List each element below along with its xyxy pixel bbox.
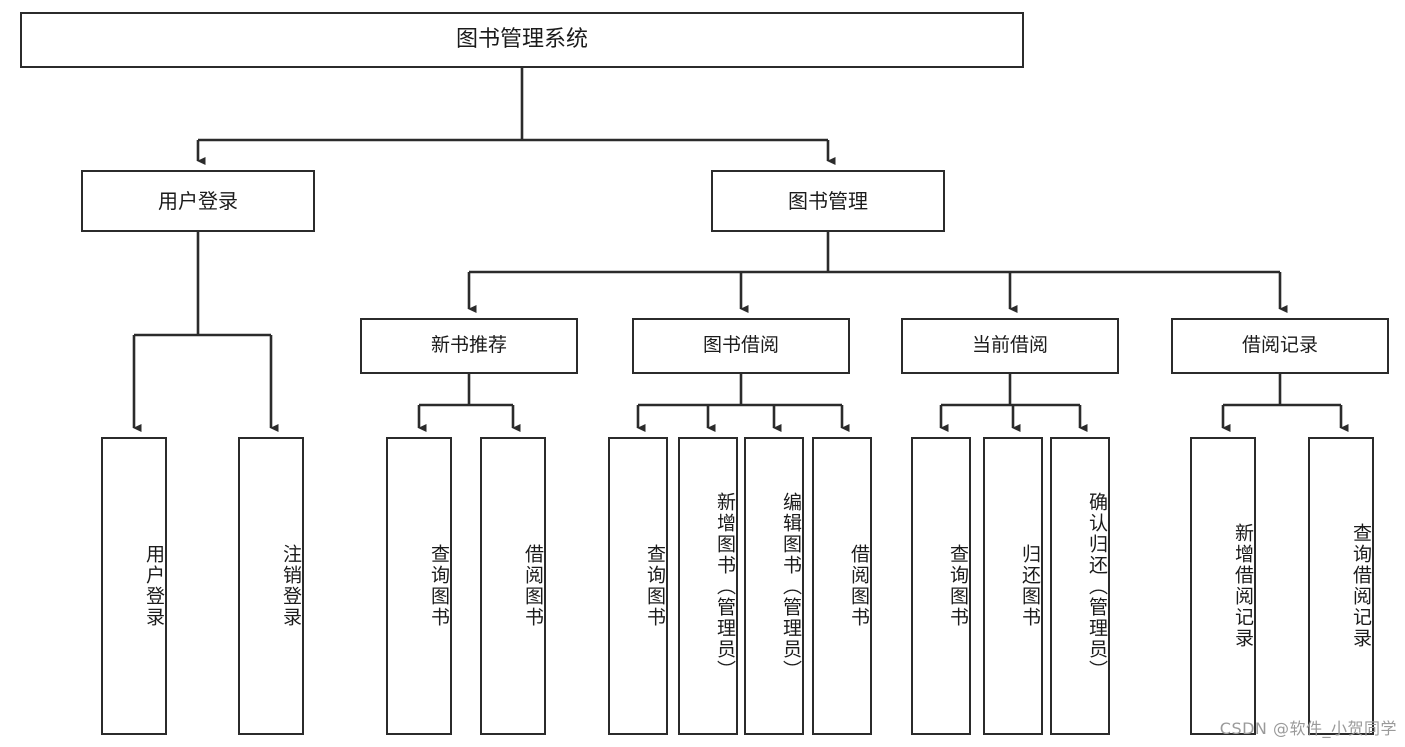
node-label: 当前借阅 [971, 334, 1048, 357]
node-label: 图书管理系统 [455, 26, 588, 52]
node-label: 图书管理 [788, 188, 868, 213]
node-label: 确认归还（管理员） [1086, 491, 1108, 681]
node-leaf-borrow-book-1[interactable]: 借阅图书 [480, 437, 546, 735]
node-root-system[interactable]: 图书管理系统 [20, 12, 1024, 68]
node-label: 借阅记录 [1241, 334, 1318, 357]
node-label: 编辑图书（管理员） [780, 491, 802, 681]
node-leaf-logout[interactable]: 注销登录 [238, 437, 304, 735]
node-label: 新增借阅记录 [1232, 523, 1254, 649]
node-leaf-add-book[interactable]: 新增图书（管理员） [678, 437, 738, 735]
node-current-borrow[interactable]: 当前借阅 [901, 318, 1119, 374]
watermark-label: CSDN @软件_小贺同学 [1219, 719, 1397, 738]
node-leaf-add-record[interactable]: 新增借阅记录 [1190, 437, 1256, 735]
node-label: 用户登录 [143, 544, 165, 628]
node-label: 查询图书 [428, 544, 450, 628]
node-label: 用户登录 [158, 188, 238, 213]
node-label: 借阅图书 [848, 544, 870, 628]
node-leaf-confirm-return[interactable]: 确认归还（管理员） [1050, 437, 1110, 735]
node-leaf-query-book-3[interactable]: 查询图书 [911, 437, 971, 735]
node-leaf-borrow-book-2[interactable]: 借阅图书 [812, 437, 872, 735]
node-leaf-user-login[interactable]: 用户登录 [101, 437, 167, 735]
node-borrow-record[interactable]: 借阅记录 [1171, 318, 1389, 374]
node-label: 新增图书（管理员） [714, 491, 736, 681]
node-leaf-edit-book[interactable]: 编辑图书（管理员） [744, 437, 804, 735]
node-label: 查询图书 [644, 544, 666, 628]
node-leaf-query-book-1[interactable]: 查询图书 [386, 437, 452, 735]
node-label: 新书推荐 [430, 334, 507, 357]
node-label: 查询图书 [947, 544, 969, 628]
node-book-borrow[interactable]: 图书借阅 [632, 318, 850, 374]
node-new-book-recommend[interactable]: 新书推荐 [360, 318, 578, 374]
node-label: 归还图书 [1019, 544, 1041, 628]
node-label: 注销登录 [280, 544, 302, 628]
node-leaf-return-book[interactable]: 归还图书 [983, 437, 1043, 735]
node-label: 图书借阅 [702, 334, 779, 357]
node-user-login[interactable]: 用户登录 [81, 170, 315, 232]
node-label: 借阅图书 [522, 544, 544, 628]
node-leaf-query-record[interactable]: 查询借阅记录 [1308, 437, 1374, 735]
node-leaf-query-book-2[interactable]: 查询图书 [608, 437, 668, 735]
node-label: 查询借阅记录 [1350, 523, 1372, 649]
node-book-manage[interactable]: 图书管理 [711, 170, 945, 232]
